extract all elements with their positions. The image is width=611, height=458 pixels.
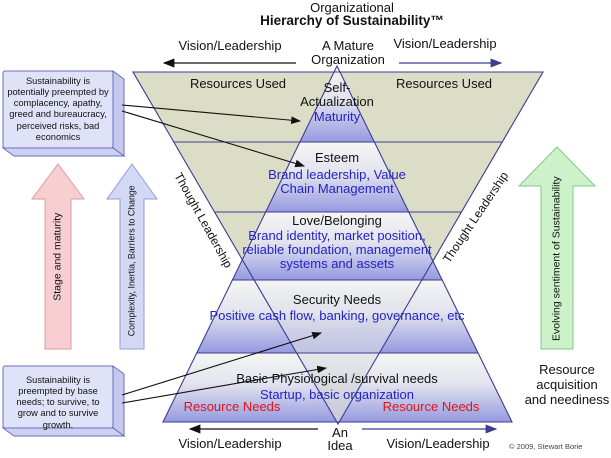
level1-org-label: Maturity bbox=[313, 109, 361, 124]
pyramid-level-self-actualization bbox=[300, 66, 374, 142]
complexity-inertia-label: Complexity, Inertia, Barriers to Change bbox=[126, 185, 137, 337]
callout-box-top bbox=[1, 70, 126, 157]
mature-organization-label: A Mature Organization bbox=[311, 38, 385, 68]
stage-maturity-arrow bbox=[31, 163, 85, 350]
callout-box-bottom bbox=[1, 365, 126, 437]
title-line2: Hierarchy of Sustainability™ bbox=[260, 13, 444, 28]
level4-org-label: Positive cash flow, banking, governance,… bbox=[209, 308, 465, 323]
level5-need-label: Basic Physiological /survival needs bbox=[236, 371, 438, 386]
pyramid-level-esteem bbox=[266, 142, 409, 212]
an-idea-label: An Idea bbox=[327, 425, 353, 453]
resource-needs-left: Resource Needs bbox=[183, 399, 281, 414]
level3-org-label: Brand identity, market position, reliabl… bbox=[242, 228, 432, 272]
title-line1: Organizational bbox=[310, 0, 394, 15]
evolving-sentiment-arrow bbox=[517, 146, 597, 350]
bottom-right-vision-label: Vision/Leadership bbox=[386, 436, 490, 451]
level3-need-label: Love/Belonging bbox=[292, 213, 382, 228]
connector-bottom-box-to-security bbox=[121, 331, 323, 396]
resources-used-left: Resources Used bbox=[189, 76, 287, 91]
connector-top-box-to-esteem bbox=[121, 110, 306, 168]
bottom-left-vision-label: Vision/Leadership bbox=[178, 436, 282, 451]
callout-top-text: Sustainability is potentially preempted … bbox=[7, 76, 109, 142]
level2-need-label: Esteem bbox=[314, 150, 360, 165]
resource-acquisition-note: Resource acquisition and neediness bbox=[524, 362, 610, 407]
copyright-notice: © 2009, Stewart Borie bbox=[509, 442, 583, 451]
resources-used-right: Resources Used bbox=[395, 76, 493, 91]
top-left-vision-label: Vision/Leadership bbox=[178, 38, 282, 53]
pyramid-level-love-belonging bbox=[232, 212, 442, 280]
level5-org-label: Startup, basic organization bbox=[260, 387, 414, 402]
evolving-sentiment-label: Evolving sentiment of Sustainability bbox=[550, 176, 563, 341]
level4-need-label: Security Needs bbox=[292, 292, 382, 307]
complexity-inertia-arrow bbox=[106, 163, 158, 350]
resource-needs-right: Resource Needs bbox=[382, 399, 480, 414]
inverted-triangle-outline bbox=[132, 71, 544, 426]
stage-maturity-label: Stage and maturity bbox=[51, 212, 64, 301]
pyramid-outline bbox=[162, 64, 513, 423]
inverted-triangle-tip bbox=[254, 280, 422, 424]
level1-need-label: Self- Actualization bbox=[300, 80, 374, 110]
connector-bottom-box-to-basic bbox=[121, 365, 328, 404]
level2-org-label: Brand leadership, Value Chain Management bbox=[268, 167, 406, 197]
callout-bottom-text: Sustainability is preempted by base need… bbox=[16, 375, 100, 430]
connector-top-box-to-maturity bbox=[121, 104, 302, 125]
top-right-vision-label: Vision/Leadership bbox=[393, 36, 497, 51]
